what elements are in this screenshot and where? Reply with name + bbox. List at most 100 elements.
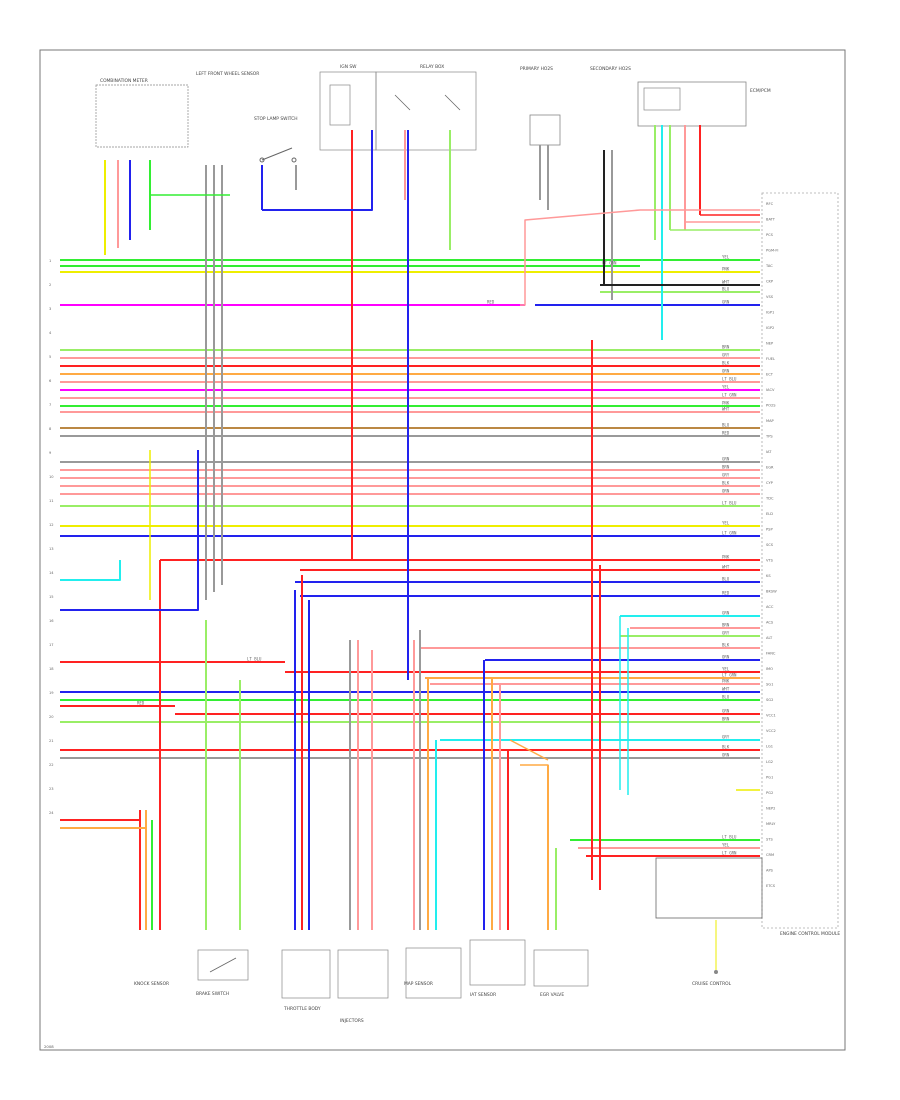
left-pin-label: 23 [49,787,54,791]
wire-code: LT GRN [722,531,737,536]
component-label: ECM/PCM [750,88,771,94]
ecm-pin-label: IGP1 [766,311,774,315]
wire-code: BLU [722,423,730,428]
component-secondary-ho2s: SECONDARY HO2S [590,66,631,72]
wire-code: LT BLU [722,501,737,506]
component-label: PRIMARY HO2S [520,66,553,72]
component-label: KNOCK SENSOR [134,981,169,987]
wire-code: BLK [722,745,730,750]
component-label: LEFT FRONT WHEEL SENSOR [196,71,259,77]
wire-code: BLU [722,695,730,700]
component-injectors: INJECTORS [337,949,389,1024]
component-label: INJECTORS [340,1018,364,1024]
ecm-pin-label: CKP [766,280,774,284]
ecm-pin-label: VCC1 [766,714,776,718]
ecm-pin-label: PG2 [766,791,773,795]
wire-code: WHT [722,687,730,692]
wire [520,209,760,306]
left-pin-label: 6 [49,379,52,383]
component-label: SECONDARY HO2S [590,66,631,72]
component-combination-meter: COMBINATION METER [95,78,189,148]
wire [60,560,121,581]
wire-code: LT GRN [602,261,617,266]
component-stop-lamp-switch: STOP LAMP SWITCH [254,116,298,163]
diagram-caption: 2008 [44,1044,54,1049]
component-label: CRUISE CONTROL [692,981,732,987]
wire-code: GRN [722,300,730,305]
wire-code: PNK [722,555,730,560]
wire-code: GRY [722,353,730,358]
wire-code: GRN [722,611,730,616]
left-pin-label: 18 [49,667,54,671]
ecm-pin-label: PSP [766,528,773,532]
ecm-pin-label: SG1 [766,683,773,687]
wire-code: GRN [722,709,730,714]
left-pin-label: 4 [49,331,52,335]
ecm-pin-label: BKSW [766,590,777,594]
ecm-pin-label: STS [766,838,773,842]
ecm-pin-label: PCS [766,233,774,237]
wire-code: BLU [722,287,730,292]
left-pin-label: 9 [49,451,52,455]
component-egr-valve: EGR VALVE [533,949,589,998]
component-label: COMBINATION METER [100,78,148,84]
junction-box [655,857,763,919]
component-label: IGN SW [340,64,357,70]
wire-code: RED [137,701,145,706]
wire-code: BLK [722,361,730,366]
left-pin-label: 2 [49,283,51,287]
left-pin-label: 1 [49,259,51,263]
wire-code: BLK [722,481,730,486]
wire-code: LT GRN [722,851,737,856]
component-ecm-pcm: ECM/PCM [637,81,771,127]
left-pin-label: 19 [49,691,54,695]
wire-code: YEL [722,255,730,260]
wire-code: GRY [722,735,730,740]
left-pin-label: 10 [49,475,54,479]
ecm-pin-label: MRLY [766,822,776,826]
component-primary-ho2s: PRIMARY HO2S [520,66,561,146]
wire-code: RED [487,300,495,305]
wire-code: BRN [722,465,730,470]
wire-code: GRY [722,631,730,636]
wire-code: YEL [722,667,730,672]
ecm-pin-label: NEP [766,342,774,346]
component-label: THROTTLE BODY [283,1006,321,1012]
component-label: MAP SENSOR [404,981,433,987]
wire-code: LT GRN [722,673,737,678]
wire-code: PNK [722,679,730,684]
ecm-pin-label: VCC2 [766,729,776,733]
left-pin-label: 14 [49,571,54,575]
ecm-pin-label: CYP [766,481,774,485]
wire-code: WHT [722,407,730,412]
ecm-pin-label: ACC [766,605,774,609]
ecm-pin-label: IACV [766,388,775,392]
wire-code: ORN [722,489,730,494]
left-pin-label: 3 [49,307,51,311]
ecm-pin-label: CRM [766,853,774,857]
left-pin-label: 15 [49,595,54,599]
left-pin-label: 12 [49,523,54,527]
left-pin-label: 16 [49,619,54,623]
wire-code: RED [722,431,730,436]
wire-code: BLU [722,577,730,582]
ecm-pin-label: SCS [766,543,774,547]
ecm-pin-label: SG2 [766,698,773,702]
left-pin-label: 13 [49,547,54,551]
component-label: EGR VALVE [540,992,564,998]
ecm-pin-label: RFC [766,202,774,206]
component-map-sensor: MAP SENSOR [404,947,462,999]
wire-code: LT BLU [722,377,737,382]
ecm-pin-label: KS [766,574,771,578]
ecm-pin-label: NEP2 [766,807,775,811]
left-pin-label: 5 [49,355,51,359]
left-pin-label: 22 [49,763,54,767]
wire [509,739,549,761]
ecm-pin-label: ACS [766,621,774,625]
ecm-pin-label: IGP2 [766,326,774,330]
ecm-pin-label: TPS [765,435,773,439]
ecm-pin-label: IMO [766,667,773,671]
wire-code: WHT [722,565,730,570]
